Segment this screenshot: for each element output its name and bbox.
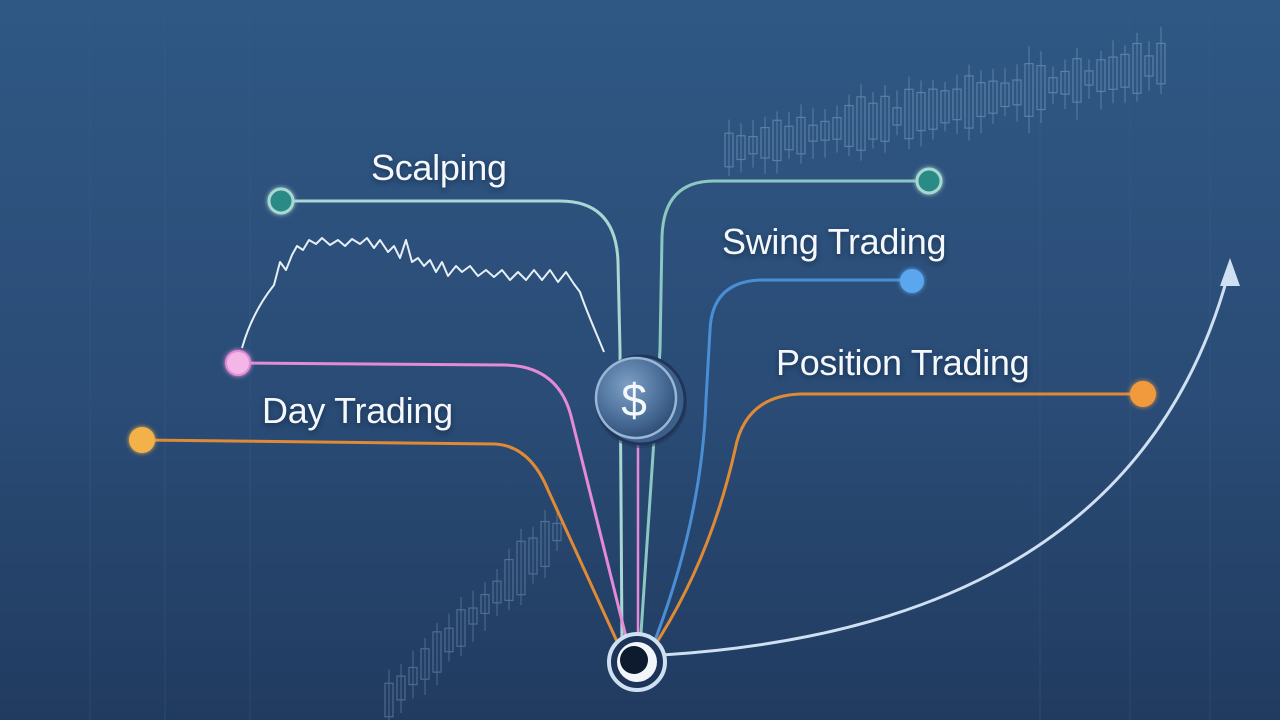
scalping-connector-line — [281, 199, 624, 649]
position-trading-connector-line — [653, 392, 1143, 646]
day-trading-node — [129, 427, 155, 453]
background-candlesticks-top — [724, 26, 1166, 176]
day-trading-label: Day Trading — [262, 390, 453, 431]
swing-trading-blue-node — [900, 269, 924, 293]
pink-connector-line — [237, 361, 630, 646]
day-trading-connector-line — [141, 438, 622, 649]
scalping-price-line — [241, 237, 605, 353]
scalping-node — [267, 187, 295, 215]
position-trading-label: Position Trading — [776, 342, 1030, 383]
swing-trading-blue-line — [650, 278, 912, 649]
dollar-symbol: $ — [621, 374, 647, 426]
arrow-up-icon — [1220, 258, 1240, 286]
pink-node — [225, 350, 251, 376]
swing-trading-label: Swing Trading — [722, 221, 947, 262]
scalping-label: Scalping — [371, 147, 507, 188]
background-candlesticks-bottom — [384, 506, 562, 720]
position-trading-node — [1130, 381, 1156, 407]
dollar-coin-icon: $ — [594, 354, 687, 448]
origin-hub-icon — [607, 632, 667, 692]
swing-trading-node — [915, 167, 943, 195]
growth-arrow-line — [661, 274, 1230, 657]
swing-trading-connector-line — [638, 179, 930, 649]
